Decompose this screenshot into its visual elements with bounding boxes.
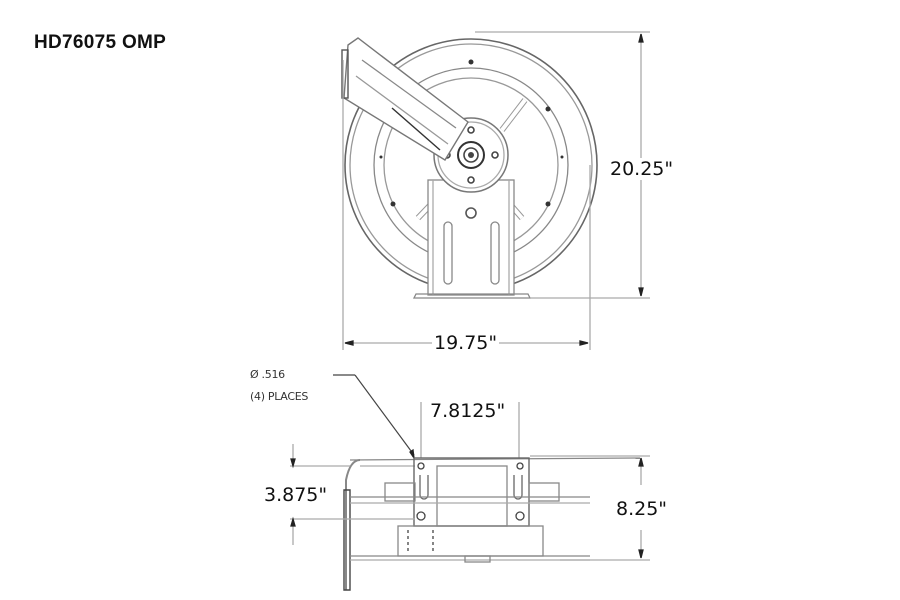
model-title: HD76075 OMP — [34, 32, 167, 53]
overall-depth-dimension: 8.25" — [614, 498, 670, 520]
depth-dimension: 3.875" — [262, 484, 330, 506]
hole-note-places: (4) PLACES — [250, 390, 309, 403]
bolt-spacing-dimension: 7.8125" — [428, 400, 508, 422]
hole-note-diameter: Ø .516 — [250, 368, 285, 381]
height-dimension: 20.25" — [608, 158, 676, 180]
width-dimension: 19.75" — [432, 332, 500, 354]
